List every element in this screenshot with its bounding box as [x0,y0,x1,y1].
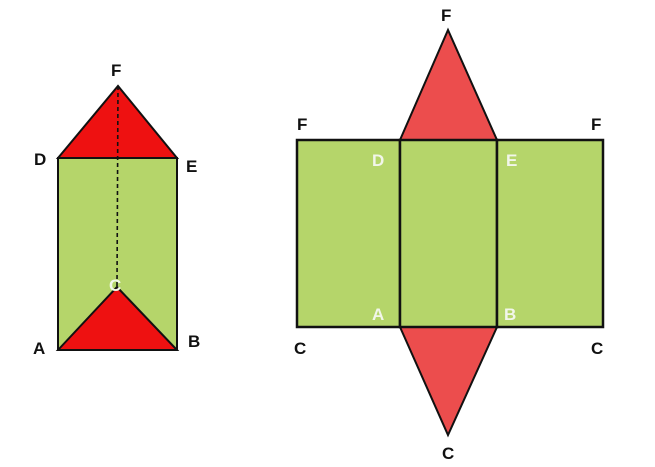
prism-label-c: C [109,276,121,295]
net-label-d: D [372,151,384,170]
net-label-b: B [504,305,516,324]
net-label-f-right: F [591,115,601,134]
net-label-a: A [372,305,384,324]
prism-label-a: A [33,339,45,358]
prism-label-d: D [34,150,46,169]
net-label-f-top: F [441,6,451,25]
prism-hidden-edge [116,85,119,288]
net-left-rectangle [295,138,402,329]
prism-net [295,27,605,438]
net-label-c-right: C [591,339,603,358]
prism-label-f: F [111,61,121,80]
net-label-c-bottom: C [442,444,454,463]
triangular-prism [55,84,180,351]
net-label-e: E [506,151,517,170]
net-label-f-left: F [297,115,307,134]
prism-bottom-triangle [55,285,180,351]
prism-label-e: E [186,157,197,176]
net-top-rhombus [398,27,499,141]
net-label-c-left: C [294,339,306,358]
net-bottom-rhombus [398,326,499,438]
prism-label-b: B [188,332,200,351]
net-middle-rectangle [398,138,499,329]
net-right-rectangle [495,138,605,329]
